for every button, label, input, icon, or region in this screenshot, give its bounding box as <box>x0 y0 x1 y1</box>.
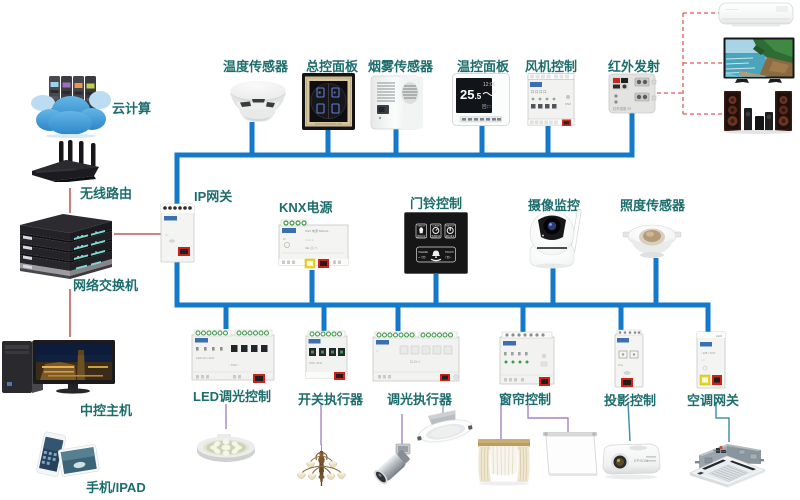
svg-text:CE ⬜ ▭: CE ⬜ ▭ <box>305 246 318 250</box>
svg-text:PLEASE: PLEASE <box>419 251 429 254</box>
svg-text:clanexepabsanode iphe: clanexepabsanode iphe <box>315 122 343 126</box>
svg-text:▫▫: ▫▫ <box>376 349 378 353</box>
svg-text:☀: ☀ <box>333 90 337 95</box>
svg-text:KNX: KNX <box>565 102 571 106</box>
svg-text:▫ KNX ▫: ▫ KNX ▫ <box>229 363 239 367</box>
svg-text:▫ 485 / KNX: ▫ 485 / KNX <box>701 351 716 355</box>
svg-text:❄: ❄ <box>318 90 321 95</box>
svg-text:EPSON: EPSON <box>634 458 648 463</box>
svg-text:回:□: 回:□ <box>482 104 491 110</box>
svg-text:口 口 口 口: 口 口 口 口 <box>531 90 546 94</box>
svg-text:LED dim 4CH: LED dim 4CH <box>196 356 214 360</box>
svg-text:WHICH: WHICH <box>417 226 425 228</box>
svg-text:LED: LED <box>716 334 723 338</box>
svg-text:稍后再来: 稍后再来 <box>446 234 456 238</box>
svg-text:▫ ▫▫: ▫ ▫▫ <box>701 358 705 362</box>
svg-text:TOUCH: TOUCH <box>445 251 454 254</box>
svg-text:Proj: Proj <box>618 363 623 367</box>
svg-text:KNX 4CH: KNX 4CH <box>309 361 322 365</box>
svg-text:CLEAN: CLEAN <box>432 225 440 228</box>
svg-text:请勿打扰: 请勿打扰 <box>417 234 427 238</box>
svg-text:⊡ ⊡▫⊹: ⊡ ⊡▫⊹ <box>410 360 421 364</box>
svg-text:WAIT UP: WAIT UP <box>446 225 456 228</box>
svg-text:▫▫▫: ▫▫▫ <box>165 233 168 237</box>
svg-text:红外发射 IR: 红外发射 IR <box>613 106 631 111</box>
svg-text:⊙: ⊙ <box>283 237 286 241</box>
svg-text:KNX 电源 640mA: KNX 电源 640mA <box>305 228 328 233</box>
svg-text:〜〜〜: 〜〜〜 <box>726 7 738 12</box>
svg-text:▫▫ ▫▫▫ ▫▫: ▫▫ ▫▫▫ ▫▫ <box>305 238 314 242</box>
svg-text:门铃 ▪: 门铃 ▪ <box>445 255 451 259</box>
svg-text:▪▪ 门铃: ▪▪ 门铃 <box>419 255 427 259</box>
svg-text:12:05: 12:05 <box>483 82 496 88</box>
svg-text:清理房间: 清理房间 <box>431 234 440 238</box>
